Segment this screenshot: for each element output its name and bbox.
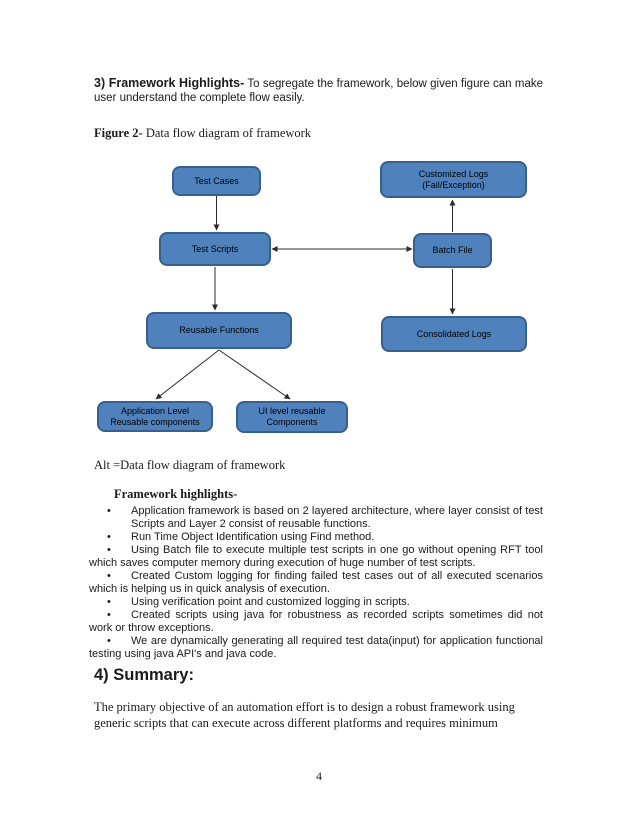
bullet-text: We are dynamically generating all requir… [89,635,543,660]
node-ui-level: UI level reusable Components [236,401,348,433]
bullet-marker: • [107,570,111,582]
node-test-scripts: Test Scripts [159,232,271,266]
figure-alt-text: Alt =Data flow diagram of framework [94,458,286,472]
bullet-item: •Using Batch file to execute multiple te… [89,544,543,570]
node-customized-logs: Customized Logs (Fail/Exception) [380,161,527,198]
data-flow-diagram: Test Cases Customized Logs (Fail/Excepti… [85,160,555,445]
arrow-reusable-functions-to-ui-level [218,349,291,400]
bullet-marker: • [107,544,111,556]
bullet-marker: • [107,531,111,543]
node-application-level: Application Level Reusable components [97,401,213,432]
section-3-heading: 3) Framework Highlights- [94,76,245,90]
diagram-arrows [155,196,456,400]
bullet-text: Created Custom logging for finding faile… [89,570,543,595]
bullet-text: Created scripts using java for robustnes… [89,609,543,634]
bullet-marker: • [107,596,111,608]
bullet-item: • Using verification point and customized… [89,596,543,609]
bullet-item: • Application framework is based on 2 lay… [89,505,543,531]
bullet-marker: • [107,609,111,621]
bullet-item: • Run Time Object Identification using Fi… [89,531,543,544]
node-test-cases: Test Cases [172,166,261,196]
bullet-text: Using verification point and customized … [131,596,410,608]
section-4-heading: 4) Summary: [94,666,194,684]
figure-caption: Figure 2- Data flow diagram of framework [94,126,543,141]
bullet-item: •We are dynamically generating all requi… [89,635,543,661]
node-batch-file: Batch File [413,233,492,268]
bullet-text: Application framework is based on 2 laye… [131,505,543,530]
bullet-text: Run Time Object Identification using Fin… [131,531,375,543]
page-number: 4 [316,769,322,783]
bullet-text: Using Batch file to execute multiple tes… [89,544,543,569]
section-3-text: To segregate the framework, below given … [94,78,543,104]
section-4-paragraph: The primary objective of an automation e… [94,700,515,730]
framework-highlights-heading: Framework highlights- [114,487,238,501]
node-consolidated-logs: Consolidated Logs [381,316,527,352]
figure-caption-text: Data flow diagram of framework [145,126,312,140]
figure-label: Figure 2- [94,126,143,140]
framework-highlights-section: Framework highlights- • Application frame… [89,487,543,661]
section-3-paragraph: 3) Framework Highlights- To segregate th… [94,76,543,105]
bullet-marker: • [107,635,111,647]
bullet-item: •Created Custom logging for finding fail… [89,570,543,596]
bullet-marker: • [107,505,111,517]
arrow-reusable-functions-to-application-level [155,349,220,400]
node-reusable-functions: Reusable Functions [146,312,292,349]
bullet-item: •Created scripts using java for robustne… [89,609,543,635]
